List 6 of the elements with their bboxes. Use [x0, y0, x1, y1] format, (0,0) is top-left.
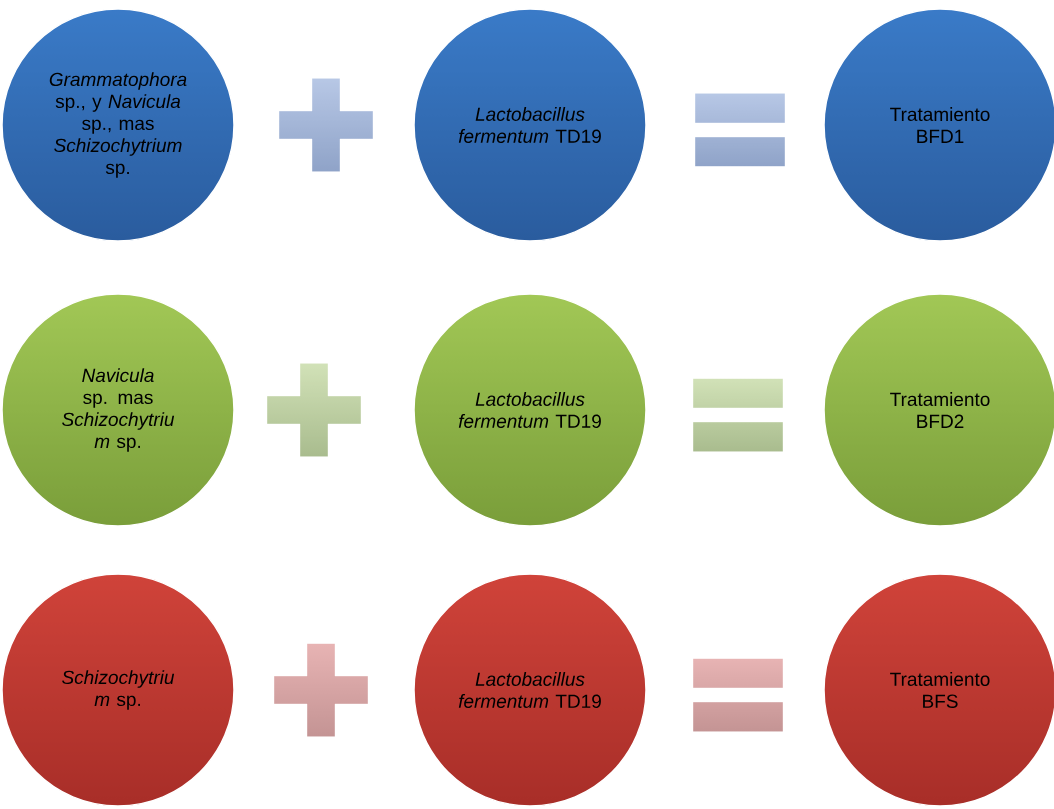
circle-node: Lactobacillus fermentum TD19 [413, 573, 647, 807]
circle-node: Schizochytriu m sp. [1, 573, 235, 807]
circle-node: Lactobacillus fermentum TD19 [413, 293, 647, 527]
circle-node: Lactobacillus fermentum TD19 [413, 8, 647, 242]
circle-node: Grammatophora sp., y Navicula sp., mas Schizochytrium sp. [1, 8, 235, 242]
circle-node: Navicula sp. mas Schizochytriu m sp. [1, 293, 235, 527]
